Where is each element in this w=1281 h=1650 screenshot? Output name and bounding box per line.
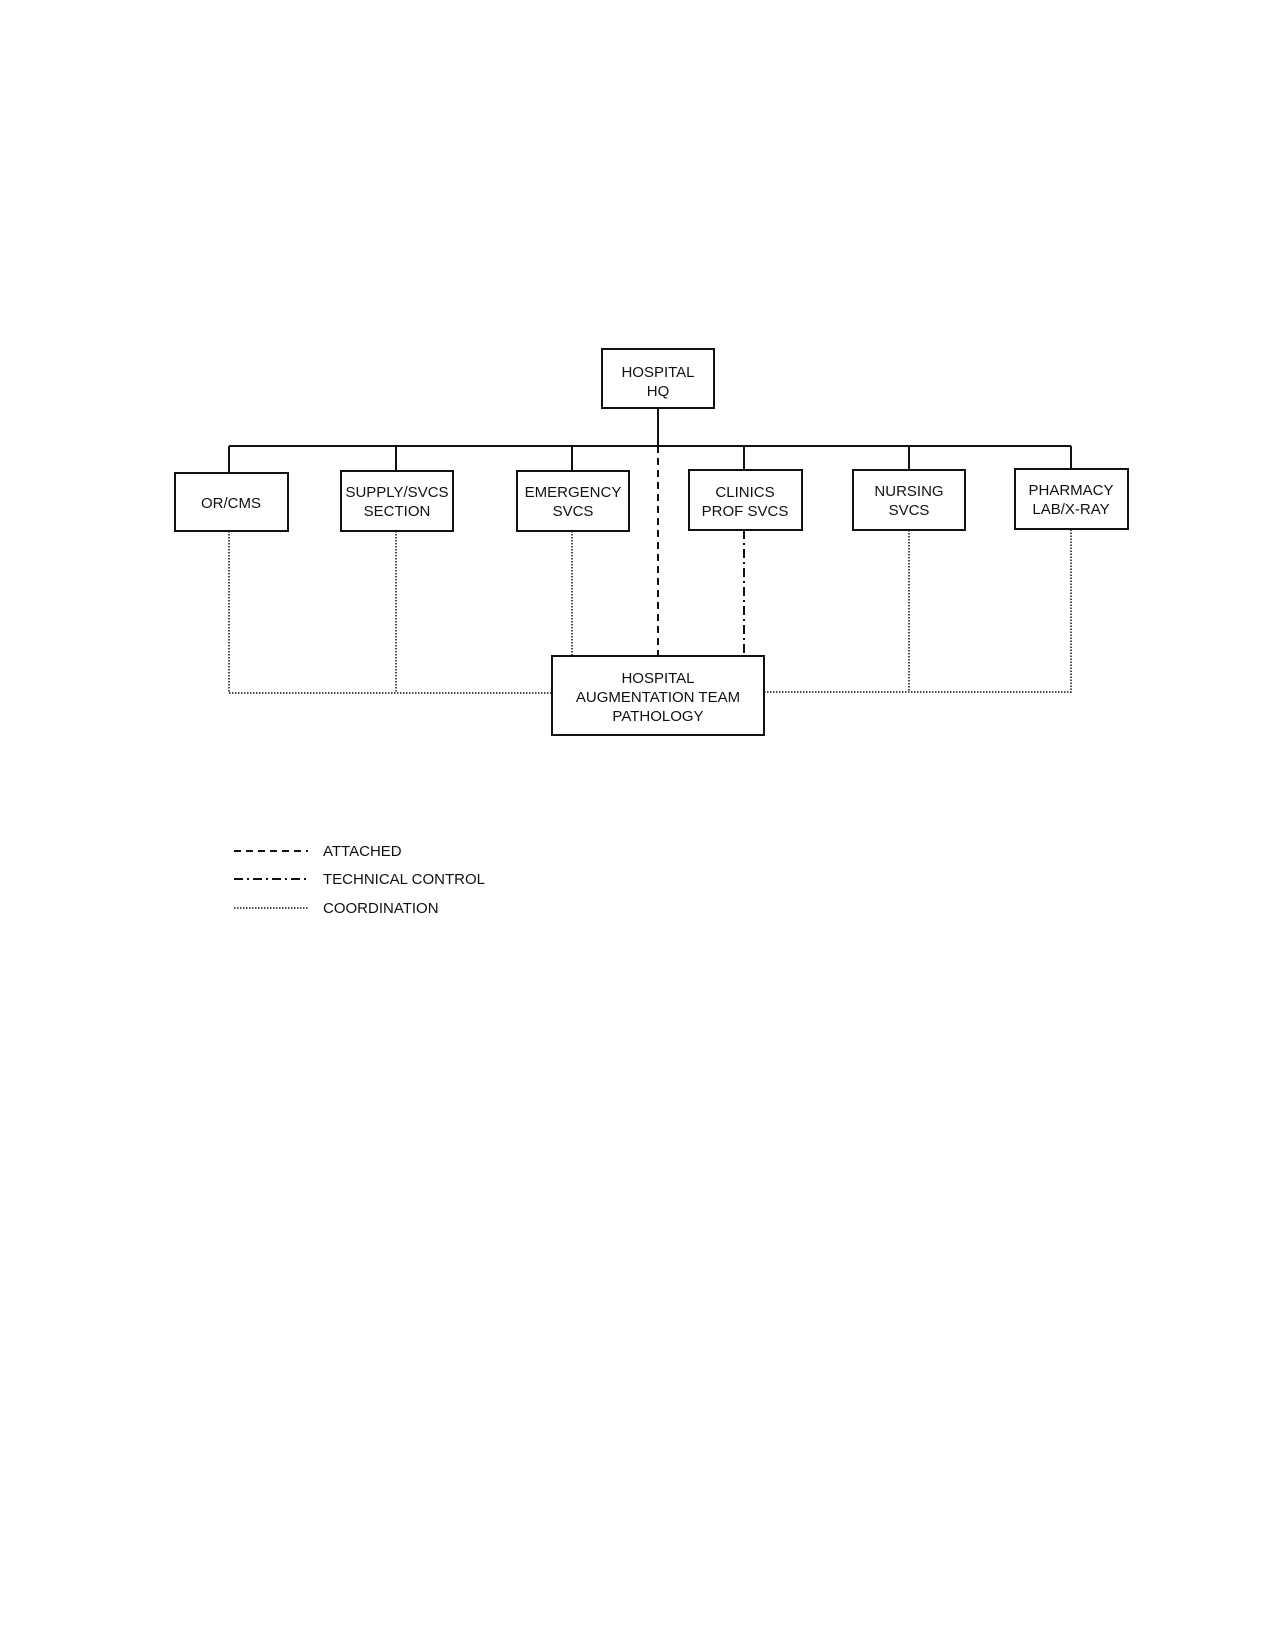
team-label-line-3: PATHOLOGY: [612, 708, 703, 725]
legend-technical-control-label: TECHNICAL CONTROL: [323, 871, 485, 888]
legend-coordination-label: COORDINATION: [323, 900, 439, 917]
clinics-label-line-2: PROF SVCS: [702, 503, 789, 520]
hospital-hq-box: HOSPITAL HQ: [601, 348, 715, 409]
hospital-augmentation-team-box: HOSPITAL AUGMENTATION TEAM PATHOLOGY: [551, 655, 765, 736]
supply-label-line-1: SUPPLY/SVCS: [345, 484, 448, 501]
box-supply-svcs-section: SUPPLY/SVCS SECTION: [340, 470, 454, 532]
or-cms-label: OR/CMS: [201, 495, 261, 512]
box-or-cms: OR/CMS: [174, 472, 289, 532]
legend: ATTACHED TECHNICAL CONTROL COORDINATION: [234, 843, 485, 917]
pharmacy-label-line-2: LAB/X-RAY: [1032, 501, 1109, 518]
nursing-label-line-2: SVCS: [889, 502, 930, 519]
legend-attached-label: ATTACHED: [323, 843, 402, 860]
emergency-label-line-1: EMERGENCY: [525, 484, 622, 501]
box-clinics-prof-svcs: CLINICS PROF SVCS: [688, 469, 803, 531]
coordination-line-left: [228, 531, 552, 694]
emergency-label-line-2: SVCS: [553, 503, 594, 520]
box-emergency-svcs: EMERGENCY SVCS: [516, 470, 630, 532]
connector-lines: [228, 408, 1072, 694]
team-label-line-2: AUGMENTATION TEAM: [576, 689, 740, 706]
box-pharmacy-lab-xray: PHARMACY LAB/X-RAY: [1014, 468, 1129, 530]
coordination-line-right: [764, 530, 1072, 693]
nursing-label-line-1: NURSING: [874, 483, 943, 500]
hq-label-line-2: HQ: [647, 383, 670, 400]
team-label-line-1: HOSPITAL: [621, 670, 694, 687]
clinics-label-line-1: CLINICS: [715, 484, 774, 501]
hq-label-line-1: HOSPITAL: [621, 364, 694, 381]
supply-label-line-2: SECTION: [364, 503, 431, 520]
pharmacy-label-line-1: PHARMACY: [1028, 482, 1113, 499]
box-nursing-svcs: NURSING SVCS: [852, 469, 966, 531]
